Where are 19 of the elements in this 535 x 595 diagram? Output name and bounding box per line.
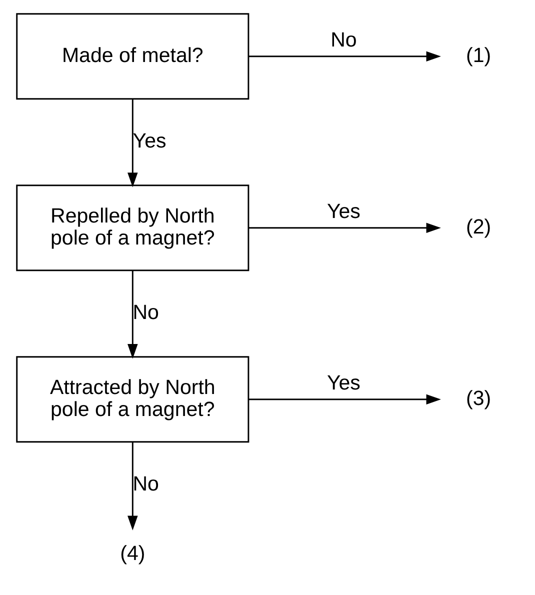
edge-label: No	[330, 28, 357, 52]
node-box: Made of metal?	[16, 13, 250, 100]
node-text: (4)	[120, 542, 146, 566]
edge-label: Yes	[132, 130, 166, 153]
arrow	[128, 270, 138, 359]
node-box: Repelled by North pole of a magnet?	[16, 184, 250, 272]
arrow	[248, 222, 441, 234]
arrow	[248, 394, 441, 404]
node-text: (1)	[466, 44, 492, 67]
edge-label: Yes	[326, 200, 360, 223]
edge-label: No	[132, 472, 159, 496]
arrow	[128, 442, 138, 530]
arrow	[128, 99, 138, 188]
edge-label: Yes	[326, 371, 360, 394]
node-text: (3)	[466, 386, 492, 410]
node-box: Attracted by North pole of a magnet?	[16, 356, 250, 443]
edge-label: No	[132, 301, 159, 324]
node-text: (2)	[466, 215, 492, 238]
arrow	[248, 51, 441, 62]
